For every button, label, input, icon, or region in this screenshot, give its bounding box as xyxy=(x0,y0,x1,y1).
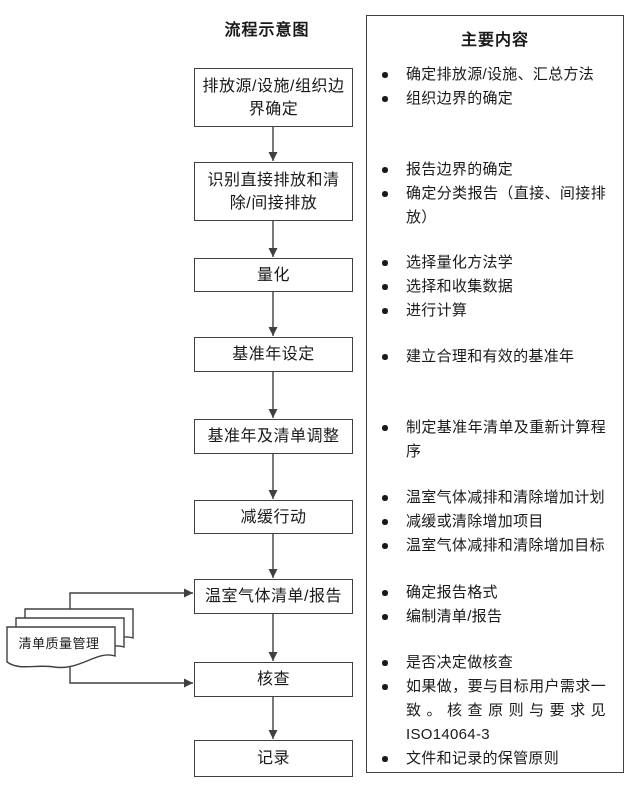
bullet-text: 报告边界的确定 xyxy=(406,161,514,178)
flow-box-record: 记录 xyxy=(194,740,353,777)
bullet-dot-icon xyxy=(379,416,406,431)
bullet-text: 进行计算 xyxy=(406,302,468,319)
bullet-text: 是否决定做核查 xyxy=(406,654,514,671)
bullet-group-quantify: 选择量化方法学选择和收集数据进行计算 xyxy=(379,251,609,323)
bullet-dot-icon xyxy=(379,345,406,360)
bullet-group-adjustment: 制定基准年清单及重新计算程序 xyxy=(379,416,609,464)
bullet-text: 确定报告格式 xyxy=(406,584,498,601)
bullet-text: 减缓或清除增加项目 xyxy=(406,513,544,530)
flow-box-boundary: 排放源/设施/组织边界确定 xyxy=(194,68,353,127)
bullet-item: 建立合理和有效的基准年 xyxy=(379,345,609,369)
bullet-text: 确定分类报告（直接、间接排放） xyxy=(406,185,606,226)
bullet-group-boundary: 确定排放源/设施、汇总方法组织边界的确定 xyxy=(379,63,609,111)
bullet-item: 减缓或清除增加项目 xyxy=(379,510,609,534)
flow-box-identify: 识别直接排放和清除/间接排放 xyxy=(194,162,353,221)
bullet-text: 编制清单/报告 xyxy=(406,608,503,625)
bullet-dot-icon xyxy=(379,299,406,314)
bullet-text: 温室气体减排和清除增加目标 xyxy=(406,537,605,554)
bullet-item: 选择和收集数据 xyxy=(379,275,609,299)
bullet-text: 如果做，要与目标用户需求一致。核查原则与要求见 ISO14064-3 xyxy=(406,678,606,743)
bullet-dot-icon xyxy=(379,510,406,525)
bullet-dot-icon xyxy=(379,675,406,690)
bullet-item: 是否决定做核查 xyxy=(379,651,609,675)
bullet-dot-icon xyxy=(379,275,406,290)
bullet-dot-icon xyxy=(379,747,406,762)
bullet-dot-icon xyxy=(379,486,406,501)
left-column-title: 流程示意图 xyxy=(224,22,310,39)
flow-box-report: 温室气体清单/报告 xyxy=(194,579,353,614)
bullet-dot-icon xyxy=(379,251,406,266)
bullet-item: 如果做，要与目标用户需求一致。核查原则与要求见 ISO14064-3 xyxy=(379,675,609,747)
bullet-item: 选择量化方法学 xyxy=(379,251,609,275)
bullet-item: 温室气体减排和清除增加目标 xyxy=(379,534,609,558)
flow-box-mitigation: 减缓行动 xyxy=(194,500,353,534)
bullet-text: 建立合理和有效的基准年 xyxy=(406,348,575,365)
bullet-dot-icon xyxy=(379,605,406,620)
flow-box-baseyear: 基准年设定 xyxy=(194,337,353,372)
bullet-group-mitigation: 温室气体减排和清除增加计划减缓或清除增加项目温室气体减排和清除增加目标 xyxy=(379,486,609,558)
bullet-text: 选择量化方法学 xyxy=(406,254,514,271)
connector-qa-to-verify xyxy=(69,667,193,688)
bullet-group-verify: 是否决定做核查如果做，要与目标用户需求一致。核查原则与要求见 ISO14064-… xyxy=(379,651,609,771)
bullet-item: 报告边界的确定 xyxy=(379,158,609,182)
bullet-item: 确定报告格式 xyxy=(379,581,609,605)
bullet-group-identify: 报告边界的确定确定分类报告（直接、间接排放） xyxy=(379,158,609,230)
bullet-group-baseyear: 建立合理和有效的基准年 xyxy=(379,345,609,369)
bullet-dot-icon xyxy=(379,182,406,197)
bullet-text: 组织边界的确定 xyxy=(406,90,514,107)
bullet-group-report: 确定报告格式编制清单/报告 xyxy=(379,581,609,629)
bullet-text: 确定排放源/设施、汇总方法 xyxy=(406,66,595,83)
main-content-panel: 主要内容 xyxy=(366,15,624,773)
bullet-dot-icon xyxy=(379,63,406,78)
bullet-text: 文件和记录的保管原则 xyxy=(406,750,560,767)
bullet-item: 组织边界的确定 xyxy=(379,87,609,111)
bullet-item: 确定排放源/设施、汇总方法 xyxy=(379,63,609,87)
flow-box-verify: 核查 xyxy=(194,662,353,697)
bullet-item: 进行计算 xyxy=(379,299,609,323)
bullet-item: 确定分类报告（直接、间接排放） xyxy=(379,182,609,230)
connector-qa-to-report xyxy=(69,588,193,609)
quality-management-label: 清单质量管理 xyxy=(18,636,100,651)
bullet-text: 制定基准年清单及重新计算程序 xyxy=(406,419,606,460)
bullet-item: 温室气体减排和清除增加计划 xyxy=(379,486,609,510)
flow-box-adjustment: 基准年及清单调整 xyxy=(194,419,353,454)
bullet-text: 选择和收集数据 xyxy=(406,278,514,295)
bullet-item: 编制清单/报告 xyxy=(379,605,609,629)
flow-arrows xyxy=(69,127,278,739)
bullet-item: 文件和记录的保管原则 xyxy=(379,747,609,771)
document-sheet-front xyxy=(6,626,116,669)
bullet-dot-icon xyxy=(379,651,406,666)
bullet-dot-icon xyxy=(379,581,406,596)
bullet-item: 制定基准年清单及重新计算程序 xyxy=(379,416,609,464)
bullet-dot-icon xyxy=(379,158,406,173)
document-stack-icon xyxy=(6,608,134,669)
right-column-title: 主要内容 xyxy=(460,32,529,49)
bullet-text: 温室气体减排和清除增加计划 xyxy=(406,489,605,506)
flow-box-quantify: 量化 xyxy=(194,258,353,292)
bullet-dot-icon xyxy=(379,87,406,102)
bullet-dot-icon xyxy=(379,534,406,549)
